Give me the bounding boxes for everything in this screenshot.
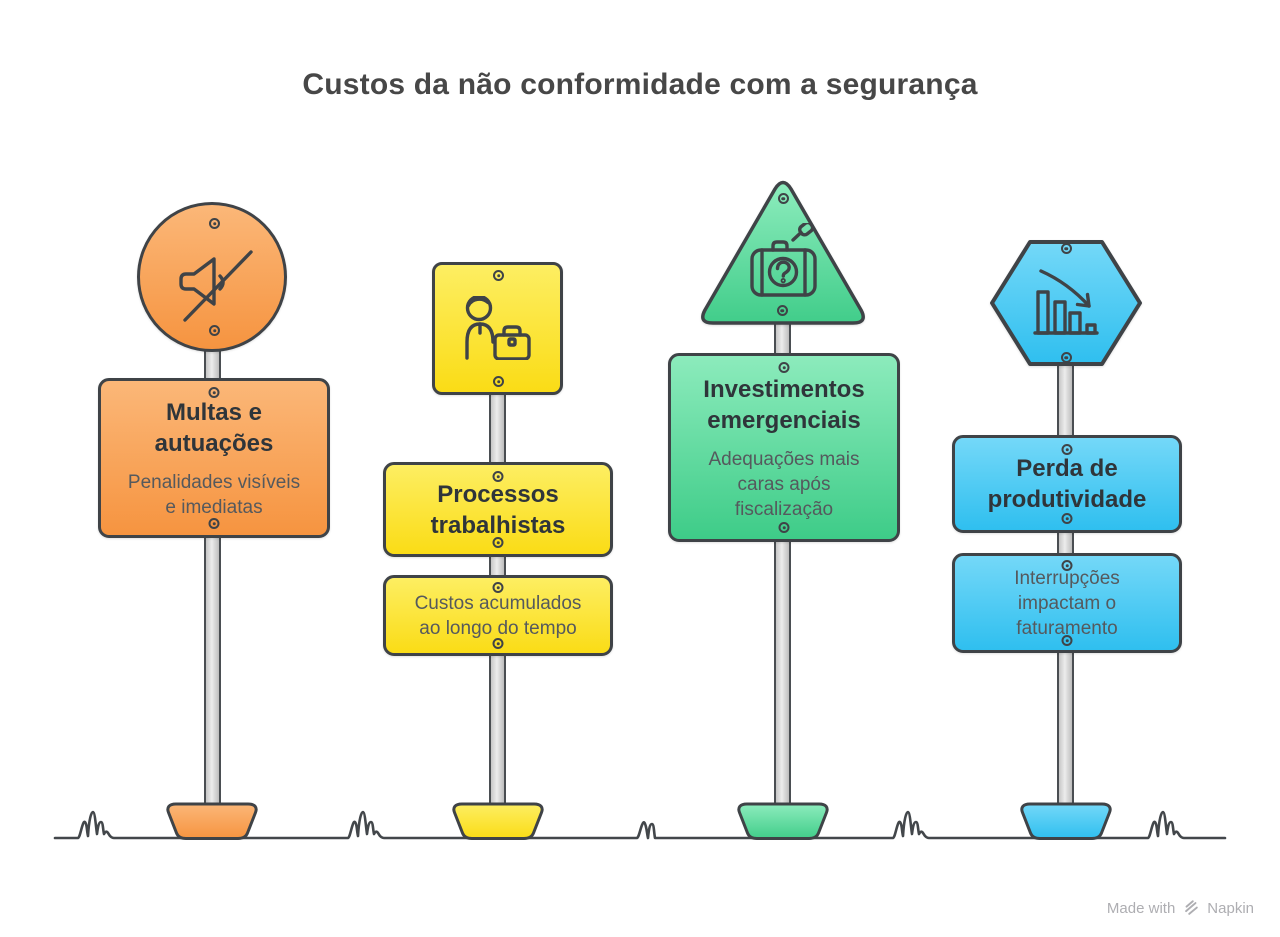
page-title: Custos da não conformidade com a seguran… (302, 68, 978, 101)
napkin-brand-label: Napkin (1207, 899, 1254, 917)
sign-base (452, 802, 544, 840)
circle-sign-shape (137, 202, 287, 352)
rivet (778, 362, 790, 373)
made-with-label: Made with (1106, 899, 1176, 917)
rivet (492, 537, 504, 548)
sign-board: Interrupções impactam o faturamento (952, 553, 1182, 653)
sign-heading: Perda de produtividade (987, 455, 1147, 513)
rivet (493, 376, 504, 387)
sign-heading: Multas e autuações (154, 398, 274, 457)
rivet (776, 305, 788, 316)
rivet (492, 471, 504, 482)
rivet (1061, 513, 1073, 524)
rivet (209, 325, 220, 336)
rivet (1060, 352, 1072, 363)
rivet (492, 638, 504, 649)
napkin-logo-icon (1185, 900, 1199, 915)
sign-description: Interrupções impactam o faturamento (1014, 567, 1120, 639)
sign-heading: Investimentos emergenciais (703, 375, 865, 434)
rivet (778, 522, 790, 533)
sign-description: Custos acumulados ao longo do tempo (414, 592, 582, 639)
sign-description: Adequações mais caras após fiscalização (708, 448, 860, 520)
sign-board: Multas e autuações Penalidades visíveis … (98, 378, 330, 538)
rivet (208, 387, 220, 398)
ground-line (53, 810, 1227, 840)
rivet (1061, 635, 1073, 646)
rivet (208, 518, 220, 529)
rivet (493, 270, 504, 281)
rivet (1061, 560, 1073, 571)
sign-board: Perda de produtividade (952, 435, 1182, 533)
sign-heading: Processos trabalhistas (430, 480, 566, 539)
triangle-sign-shape (701, 180, 865, 325)
sign-base (1020, 802, 1112, 840)
muted-speaker-icon (179, 250, 253, 322)
sign-base (737, 802, 829, 840)
rivet (1061, 444, 1073, 455)
sign-board: Processos trabalhistas (383, 462, 613, 557)
sign-base (166, 802, 258, 840)
inspection-suitcase-icon (750, 223, 817, 297)
square-sign-shape (432, 262, 563, 395)
footer-credit: Made with Napkin (1107, 899, 1254, 917)
ground-grass-path (53, 810, 1227, 840)
sign-board: Custos acumulados ao longo do tempo (383, 575, 613, 656)
rivet (492, 582, 504, 593)
sign-board: Investimentos emergenciais Adequações ma… (668, 353, 900, 542)
declining-bar-chart-icon (1033, 269, 1099, 335)
sign-description: Penalidades visíveis e imediatas (127, 471, 301, 518)
worker-briefcase-icon (465, 296, 531, 360)
rivet (1060, 243, 1072, 254)
rivet (209, 218, 220, 229)
rivet (777, 193, 789, 204)
